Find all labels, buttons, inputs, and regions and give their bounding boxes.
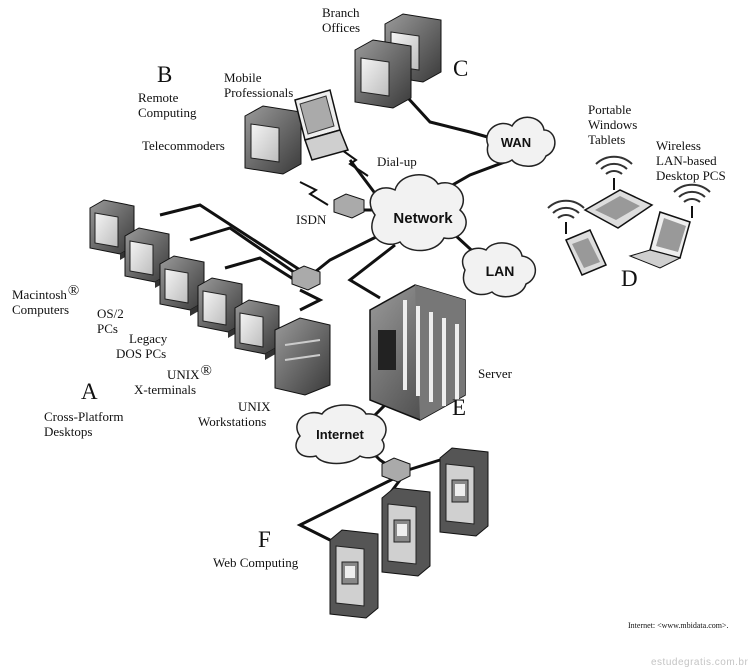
server-label: Server bbox=[478, 366, 512, 381]
section-e-letter: E bbox=[452, 395, 467, 420]
unix-x-terminals-label: UNIX® X-terminals bbox=[134, 363, 212, 398]
link-hub-to-web-1 bbox=[296, 476, 396, 542]
section-a-letter: A bbox=[81, 379, 98, 404]
web-hub bbox=[381, 457, 411, 483]
isdn-label: ISDN bbox=[296, 212, 327, 227]
internet-cloud: Internet bbox=[295, 404, 387, 465]
web-computing-label: Web Computing bbox=[213, 555, 299, 570]
link-desktop-bus-4 bbox=[299, 288, 324, 312]
mobile-laptop bbox=[294, 89, 350, 161]
desktop-hub bbox=[291, 265, 321, 291]
dial-up-label: Dial-up bbox=[377, 154, 417, 169]
cross-platform-desktops bbox=[89, 199, 331, 396]
wireless-devices bbox=[547, 155, 711, 276]
telecommoders-label: Telecommoders bbox=[142, 138, 225, 153]
watermark: estudegratis.com.br bbox=[651, 657, 749, 668]
branch-office-computers bbox=[354, 13, 442, 109]
isdn-hub bbox=[333, 193, 365, 219]
wan-label: WAN bbox=[501, 135, 531, 150]
link-hub-to-web-3 bbox=[407, 458, 441, 472]
section-b-letter: B bbox=[157, 62, 173, 87]
macintosh-label: Macintosh® Computers bbox=[12, 283, 80, 318]
source-credit: Internet: <www.mbidata.com>. bbox=[628, 621, 729, 630]
lan-label: LAN bbox=[486, 263, 515, 279]
section-f-letter: F bbox=[258, 527, 271, 552]
dialup-lightning bbox=[299, 149, 369, 206]
section-c-letter: C bbox=[453, 56, 469, 81]
section-d-letter: D bbox=[621, 266, 638, 291]
internet-label: Internet bbox=[316, 427, 364, 442]
server-rack bbox=[369, 284, 466, 421]
telecommoder-computer bbox=[244, 105, 302, 175]
link-network-to-server bbox=[347, 243, 396, 300]
network-cloud: Network bbox=[369, 174, 467, 252]
lan-cloud: LAN bbox=[462, 242, 536, 298]
network-label: Network bbox=[393, 210, 453, 227]
link-desktop-bus-1 bbox=[159, 203, 301, 272]
wan-cloud: WAN bbox=[486, 116, 556, 167]
link-desktop-bus-3 bbox=[224, 256, 299, 284]
link-desktop-bus-2 bbox=[189, 226, 299, 277]
